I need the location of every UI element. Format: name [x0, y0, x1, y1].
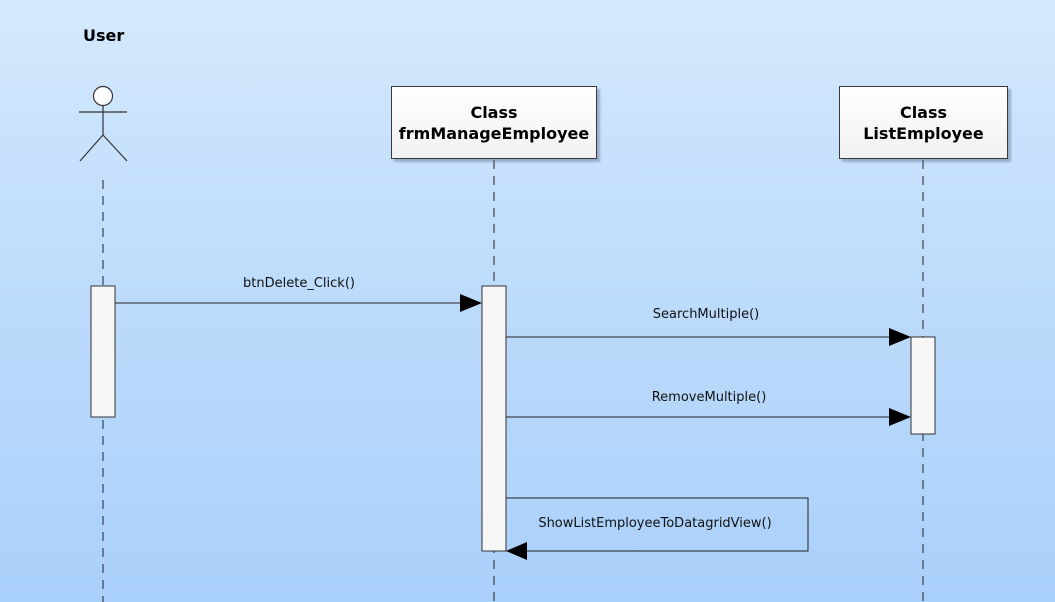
user-activation-bar: [90, 285, 116, 418]
message-label-btndelete-click: btnDelete_Click(): [243, 276, 355, 291]
frmmanageemployee-activation-bar: [481, 285, 507, 552]
class-name-label: frmManageEmployee: [398, 123, 590, 143]
listemployee-activation-bar: [910, 336, 936, 435]
class-frmmanageemployee-box[interactable]: Class frmManageEmployee: [391, 86, 597, 159]
user-actor-label: User: [83, 26, 125, 45]
message-arrow-showlistemployee-self: [506, 497, 809, 560]
message-arrow-removemultiple: [506, 408, 911, 426]
message-arrow-searchmultiple: [506, 328, 911, 346]
class-name-label: ListEmployee: [863, 123, 984, 143]
message-label-removemultiple: RemoveMultiple(): [651, 390, 767, 405]
class-stereotype-label: Class: [470, 102, 518, 122]
class-stereotype-label: Class: [899, 102, 948, 122]
user-actor-icon: [79, 85, 128, 162]
class-listemployee-box[interactable]: Class ListEmployee: [839, 86, 1008, 159]
message-arrow-btndelete-click: [115, 294, 482, 312]
message-label-searchmultiple: SearchMultiple(): [652, 307, 760, 322]
message-label-showlistemployee: ShowListEmployeeToDatagridView(): [538, 516, 772, 531]
